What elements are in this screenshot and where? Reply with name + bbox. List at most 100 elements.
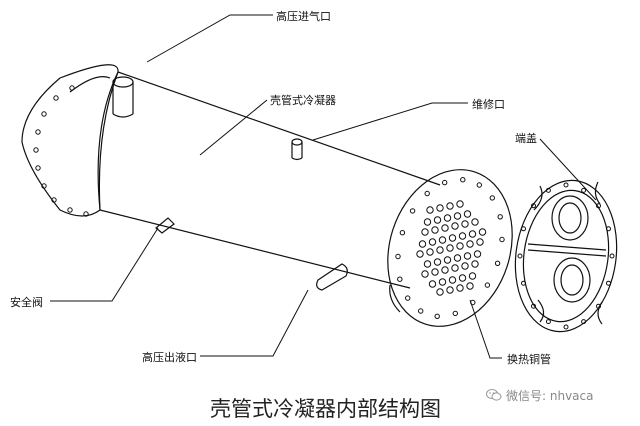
bolt-hole [41,111,47,117]
tube-hole [448,276,457,284]
tube-hole [453,212,462,220]
tube-hole [451,264,459,272]
bolt-hole [41,183,47,189]
bolt-hole [606,280,611,286]
tube-hole [476,238,484,246]
tube-hole [423,260,432,268]
bolt-hole [418,308,424,314]
tube-hole [463,210,472,218]
bolt-hole [395,253,401,260]
tube-hole [428,280,437,288]
bolt-hole [484,282,491,288]
tube-hole [471,218,479,226]
bolt-hole [609,253,615,259]
tube-hole [436,288,444,296]
bolt-hole [489,195,495,201]
bolt-hole [470,299,476,306]
liquid-outlet-pipe [316,263,348,291]
label-liquid-outlet: 高压出液口 [142,351,197,364]
tube-hole [458,274,467,282]
tube-hole [441,266,449,274]
bolt-hole [409,208,416,214]
leader-lines [50,14,597,359]
tube-hole [423,218,432,226]
tube-hole [446,286,454,294]
bolt-hole [460,177,466,183]
watermark: 微信号: nhvaca [486,386,593,404]
tube-hole [443,256,452,264]
bolt-hole [397,276,403,282]
tube-hole [461,220,469,228]
bolt-hole [581,319,587,325]
safety-valve [155,217,175,234]
tube-hole [416,250,424,258]
bolt-hole [476,182,482,188]
tube-hole [431,268,439,276]
bolt-hole [67,207,73,213]
tube-hole [418,240,427,248]
bolt-hole [33,147,39,153]
tube-hole [426,206,434,214]
bolt-hole [69,85,75,91]
tube-hole [456,200,464,208]
tube-hole [421,228,429,236]
label-end-cap: 端盖 [515,132,537,145]
bolt-hole [581,187,587,193]
bolt-hole [53,95,59,101]
bolt-hole [563,182,569,188]
bolt-hole [596,203,601,209]
tube-hole [438,278,447,286]
bolt-hole [424,190,430,197]
tube-hole [436,204,444,212]
tube-hole [426,248,434,256]
tube-hole [451,222,459,230]
tube-hole [441,224,449,232]
tube-hole [436,246,444,254]
label-inlet: 高压进气口 [276,10,331,23]
bolt-hole [521,226,526,232]
tube-hole [431,226,439,234]
tube-hole [463,252,472,260]
bolt-hole [405,295,411,301]
bolt-hole [499,236,505,243]
label-condenser: 壳管式冷凝器 [270,94,336,107]
bolt-hole [531,303,536,309]
diagram-title: 壳管式冷凝器内部结构图 [210,397,441,421]
tube-hole [468,230,477,238]
bolt-hole [596,303,601,309]
tube-hole [421,270,429,278]
bolt-hole [83,211,89,217]
tube-hole [456,242,464,250]
tube-hole [438,236,447,244]
bolt-hole [494,260,501,266]
tube-hole [466,282,474,290]
tube-hole [428,238,437,246]
bolt-hole [521,280,526,286]
tube-hole [461,262,469,270]
tube-hole [466,240,474,248]
wechat-icon [486,389,502,401]
tube-hole [433,216,442,224]
flange-bolt-holes [33,85,89,217]
tube-hole [446,202,454,210]
bolt-hole [35,129,41,135]
tube-hole [446,244,454,252]
label-safety-valve: 安全阀 [10,296,43,309]
bolt-hole [434,313,440,319]
bolt-hole [497,214,503,220]
bolt-hole [452,310,458,317]
tube-hole [453,254,462,262]
bolt-hole [545,319,551,325]
bolt-hole [442,179,448,186]
bolt-hole [531,203,536,209]
tube-hole [433,258,442,266]
tube-hole [471,260,479,268]
heat-tube-holes [416,200,487,296]
tube-hole [448,234,457,242]
tube-hole [458,232,467,240]
end-cap-bolt-holes [517,182,615,330]
bolt-hole [545,187,551,193]
end-cap [514,179,618,333]
tube-hole [456,284,464,292]
